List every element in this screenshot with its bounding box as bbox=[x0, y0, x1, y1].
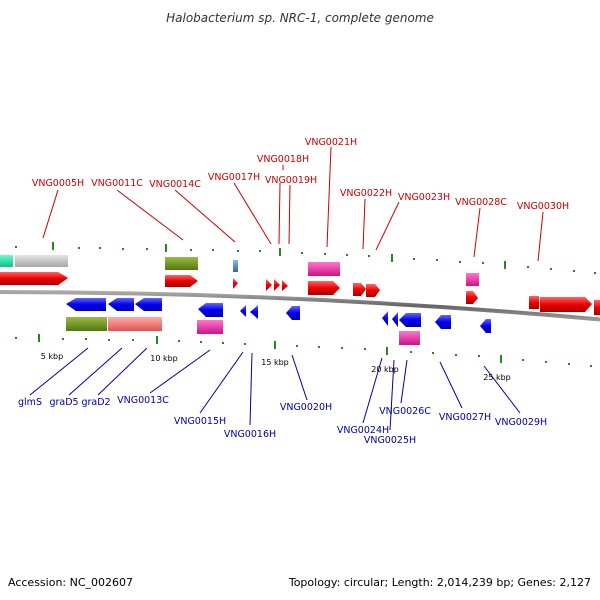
gene-label: VNG0022H bbox=[340, 188, 392, 199]
cds-arrow bbox=[480, 319, 491, 333]
reverse-leaders bbox=[29, 347, 521, 431]
gene-label: graD2 bbox=[81, 397, 110, 408]
cds-arrow bbox=[108, 298, 134, 311]
feature-pink bbox=[308, 262, 340, 276]
gene-label: VNG0018H bbox=[257, 154, 309, 165]
cds-arrow bbox=[266, 279, 272, 291]
cds-arrow bbox=[198, 303, 223, 317]
cds-arrow bbox=[282, 280, 288, 291]
gene-label: VNG0029H bbox=[495, 417, 547, 428]
gene-label: VNG0020H bbox=[280, 402, 332, 413]
feature-grey bbox=[15, 255, 68, 267]
cds-arrow bbox=[66, 298, 106, 311]
gene-label: VNG0025H bbox=[364, 435, 416, 446]
gene-label: VNG0028C bbox=[455, 197, 507, 208]
scale-label: 10 kbp bbox=[150, 354, 178, 363]
scale-label: 20 kbp bbox=[371, 365, 399, 374]
gene-label: VNG0013C bbox=[117, 395, 169, 406]
gene-label: VNG0021H bbox=[305, 137, 357, 148]
reverse-features bbox=[66, 298, 491, 345]
gene-label: VNG0027H bbox=[439, 412, 491, 423]
gene-label: VNG0014C bbox=[149, 179, 201, 190]
gene-label: VNG0017H bbox=[208, 172, 260, 183]
gene-label: glmS bbox=[18, 397, 42, 408]
gene-label: graD5 bbox=[49, 397, 78, 408]
gene-label: VNG0011C bbox=[91, 178, 143, 189]
feature-salmon bbox=[108, 317, 135, 331]
scale-label: 25 kbp bbox=[483, 373, 511, 382]
cds-arrow bbox=[286, 306, 300, 320]
map-title: Halobacterium sp. NRC-1, complete genome bbox=[166, 11, 434, 25]
feature-olive bbox=[66, 317, 107, 331]
cds-arrow bbox=[392, 312, 398, 327]
cds-arrow bbox=[594, 300, 600, 315]
cds-arrow bbox=[274, 279, 280, 291]
gene-label: VNG0015H bbox=[174, 416, 226, 427]
cds-arrow bbox=[529, 296, 539, 309]
cds-arrow bbox=[466, 291, 478, 304]
gene-label: VNG0026C bbox=[379, 406, 431, 417]
feature-pink bbox=[466, 273, 479, 286]
feature-olive bbox=[165, 257, 198, 270]
cds-arrow bbox=[382, 311, 388, 326]
feature-salmon bbox=[135, 317, 162, 331]
cds-arrow bbox=[308, 281, 340, 295]
cds-arrow bbox=[435, 315, 451, 329]
tick-row-lower bbox=[15, 334, 592, 367]
cds-arrow bbox=[353, 283, 366, 296]
cds-arrow bbox=[135, 298, 162, 311]
forward-features bbox=[0, 255, 600, 315]
scale-label: 5 kbp bbox=[41, 352, 63, 361]
gene-label: VNG0023H bbox=[398, 192, 450, 203]
genome-backbone bbox=[0, 290, 600, 322]
cds-arrow bbox=[233, 278, 238, 289]
cds-arrow bbox=[250, 305, 258, 319]
genome-stats-text: Topology: circular; Length: 2,014,239 bp… bbox=[288, 576, 591, 589]
feature-pink bbox=[197, 320, 223, 334]
cds-arrow bbox=[15, 272, 68, 285]
gene-label: VNG0024H bbox=[337, 425, 389, 436]
accession-text: Accession: NC_002607 bbox=[8, 576, 133, 589]
gene-label: VNG0005H bbox=[32, 178, 84, 189]
scale-label: 15 kbp bbox=[261, 358, 289, 367]
feature-pink bbox=[399, 331, 420, 345]
gene-label: VNG0030H bbox=[517, 201, 569, 212]
forward-leaders bbox=[42, 146, 544, 262]
cds-arrow bbox=[399, 313, 421, 327]
cds-arrow bbox=[366, 284, 380, 297]
feature-steel bbox=[233, 260, 238, 272]
gene-label: VNG0019H bbox=[265, 175, 317, 186]
reverse-labels: glmS graD5 graD2 VNG0013C VNG0015H VNG00… bbox=[18, 395, 547, 446]
gene-label: VNG0016H bbox=[224, 429, 276, 440]
cds-arrow bbox=[165, 275, 198, 287]
scale-labels: 5 kbp 10 kbp 15 kbp 20 kbp 25 kbp bbox=[41, 352, 511, 382]
tick-row-upper bbox=[15, 242, 596, 274]
feature-teal bbox=[0, 255, 13, 267]
forward-labels: VNG0005H VNG0011C VNG0014C VNG0017H VNG0… bbox=[32, 137, 569, 212]
cds-arrow bbox=[540, 297, 592, 312]
cds-arrow bbox=[240, 305, 246, 317]
